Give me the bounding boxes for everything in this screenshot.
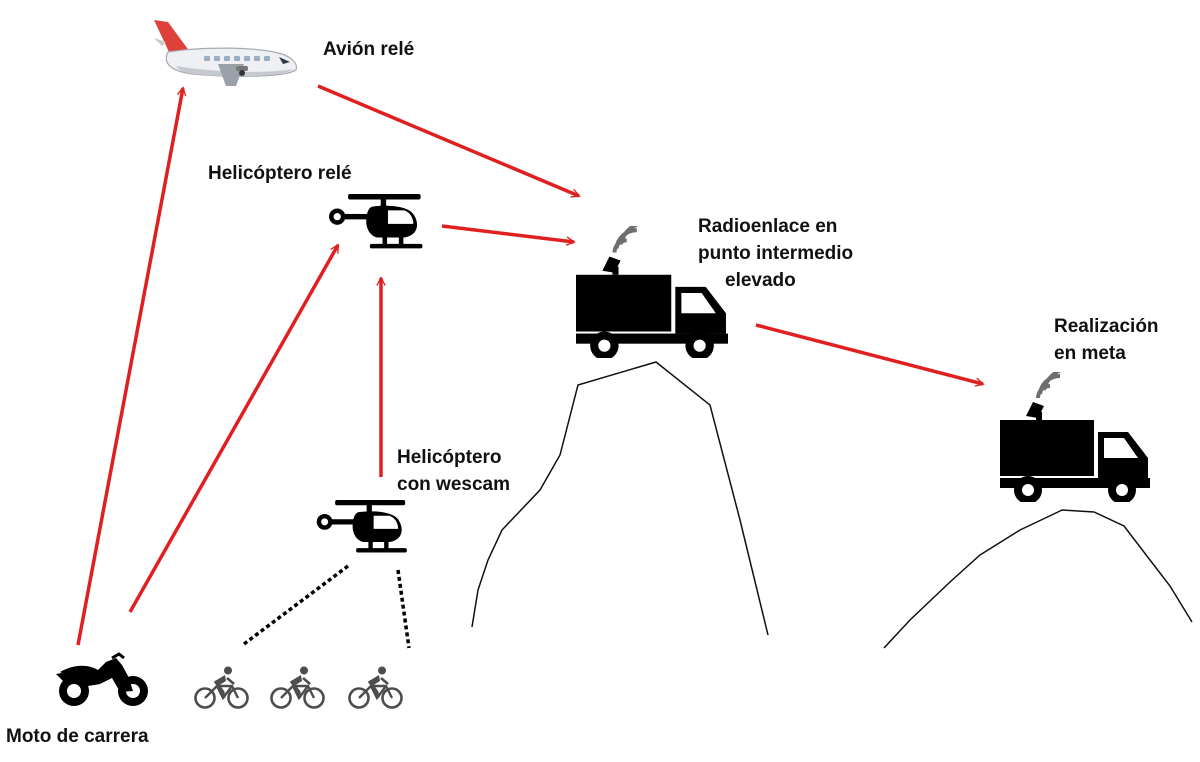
cyclist-icon-1 (194, 666, 249, 709)
plane-label: Avión relé (323, 39, 415, 60)
finish-truck-label: Realización en meta (1054, 316, 1159, 364)
finish-truck-icon (1000, 372, 1150, 502)
mountain-left (471, 361, 769, 636)
link-arrows (76, 84, 983, 646)
relay-helicopter-label: Helicóptero relé (208, 163, 352, 184)
arrow-plane-to-relay-truck (317, 84, 579, 198)
motorcycle-icon (56, 652, 148, 706)
relay-helicopter-icon (329, 194, 423, 249)
relay-truck-label: Radioenlace en punto intermedio elevado (698, 216, 854, 291)
arrow-moto-to-plane (76, 88, 183, 646)
mountain-right (883, 509, 1193, 649)
arrow-relay-helicopter-to-relay-truck (441, 224, 574, 242)
airplane-icon (154, 20, 298, 86)
arrow-relay-truck-to-finish-truck (755, 323, 983, 384)
camera-sight-lines (242, 564, 411, 649)
arrow-moto-to-relay-helicopter (128, 245, 340, 613)
cyclist-icon-2 (270, 666, 325, 709)
motorbike-label: Moto de carrera (6, 726, 149, 747)
wescam-helicopter-icon (316, 500, 407, 553)
cyclist-icon-3 (348, 666, 403, 709)
wescam-helicopter-label: Helicóptero con wescam (397, 447, 510, 495)
